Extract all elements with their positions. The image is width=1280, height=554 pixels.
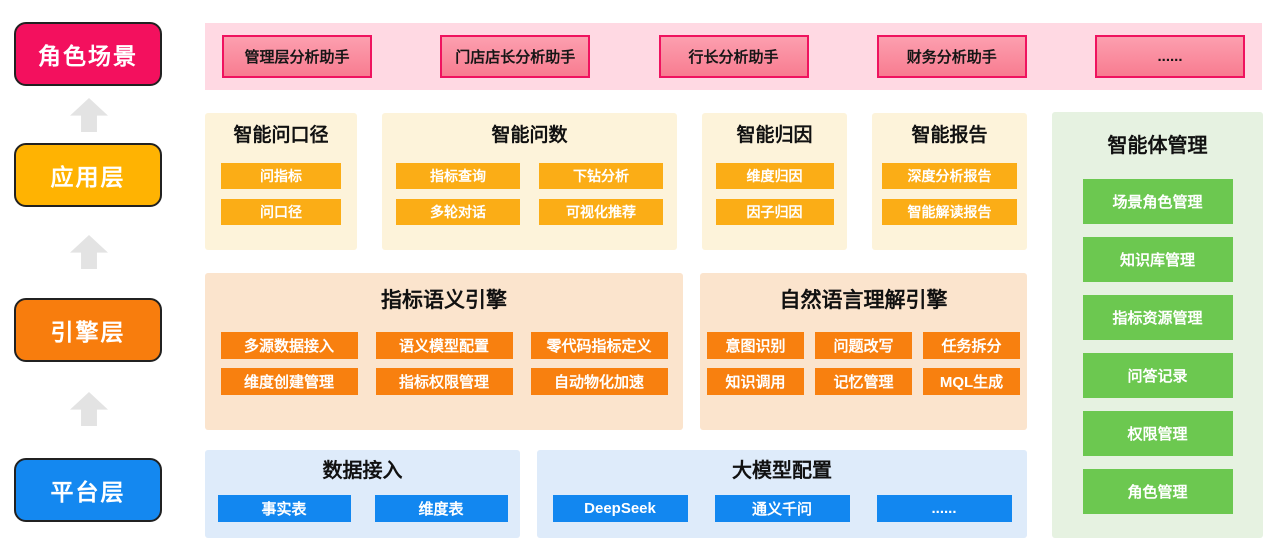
engine-chip-intent-recognition: 意图识别 — [707, 332, 804, 360]
engine-layer-row: 指标语义引擎 多源数据接入 语义模型配置 零代码指标定义 维度创建管理 指标权限… — [205, 273, 1027, 430]
engine-chip-auto-materialize: 自动物化加速 — [530, 368, 668, 396]
platform-chip-deepseek: DeepSeek — [552, 495, 688, 522]
agent-chip-scene-role-manage: 场景角色管理 — [1082, 179, 1233, 224]
platform-chip-fact-table: 事实表 — [217, 495, 351, 522]
app-section-title: 智能报告 — [911, 125, 988, 146]
app-section-ask-data: 智能问数 指标查询 下钻分析 多轮对话 可视化推荐 — [382, 113, 677, 250]
engine-chip-question-rewrite: 问题改写 — [815, 332, 912, 360]
layer-label: 角色场景 — [38, 43, 138, 69]
app-section-title: 智能问数 — [491, 125, 568, 146]
layer-label: 引擎层 — [50, 319, 126, 345]
application-layer-row: 智能问口径 问指标 问口径 智能问数 指标查询 下钻分析 多轮对话 可视化推荐 … — [205, 113, 1027, 250]
role-chip-management-analyst: 管理层分析助手 — [222, 35, 372, 78]
platform-section-title: 数据接入 — [322, 460, 403, 482]
engine-chip-knowledge-call: 知识调用 — [707, 368, 804, 396]
platform-section-data-access: 数据接入 事实表 维度表 — [205, 450, 520, 538]
app-section-report: 智能报告 深度分析报告 智能解读报告 — [872, 113, 1027, 250]
layer-box-application: 应用层 — [14, 143, 162, 207]
engine-chip-task-split: 任务拆分 — [923, 332, 1020, 360]
app-chip-ask-caliber: 问口径 — [221, 198, 341, 225]
engine-section-metric-semantic: 指标语义引擎 多源数据接入 语义模型配置 零代码指标定义 维度创建管理 指标权限… — [205, 273, 683, 430]
agent-management-panel: 智能体管理 场景角色管理 知识库管理 指标资源管理 问答记录 权限管理 角色管理 — [1052, 112, 1263, 538]
app-chip-deep-analysis-report: 深度分析报告 — [882, 162, 1017, 189]
engine-chip-dimension-manage: 维度创建管理 — [220, 368, 358, 396]
engine-section-nlu: 自然语言理解引擎 意图识别 问题改写 任务拆分 知识调用 记忆管理 MQL生成 — [700, 273, 1027, 430]
role-chip-store-manager-analyst: 门店店长分析助手 — [440, 35, 591, 78]
app-chip-drill-down: 下钻分析 — [539, 162, 663, 189]
app-section-title: 智能归因 — [736, 125, 813, 146]
app-chip-ask-metric: 问指标 — [221, 162, 341, 189]
platform-section-llm-config: 大模型配置 DeepSeek 通义千问 ...... — [537, 450, 1027, 538]
app-chip-smart-interpretation-report: 智能解读报告 — [882, 198, 1017, 225]
app-chip-factor-attribution: 因子归因 — [715, 198, 834, 225]
platform-layer-row: 数据接入 事实表 维度表 大模型配置 DeepSeek 通义千问 ...... — [205, 450, 1027, 538]
up-arrow-icon — [70, 392, 108, 426]
role-chip-bank-president-analyst: 行长分析助手 — [658, 35, 809, 78]
agent-chip-role-manage: 角色管理 — [1082, 469, 1233, 514]
platform-chip-qwen: 通义千问 — [714, 495, 850, 522]
engine-section-title: 指标语义引擎 — [381, 289, 507, 312]
platform-chip-more: ...... — [876, 495, 1012, 522]
layer-box-engine: 引擎层 — [14, 298, 162, 362]
engine-chip-zero-code-metric: 零代码指标定义 — [530, 332, 668, 360]
app-section-title: 智能问口径 — [233, 125, 329, 146]
engine-section-title: 自然语言理解引擎 — [779, 289, 948, 312]
engine-chip-semantic-model-config: 语义模型配置 — [375, 332, 513, 360]
engine-chip-mql-generate: MQL生成 — [923, 368, 1020, 396]
agent-chip-knowledge-base-manage: 知识库管理 — [1082, 237, 1233, 282]
layer-label: 平台层 — [50, 479, 126, 505]
platform-chip-dimension-table: 维度表 — [374, 495, 508, 522]
role-chip-more: ...... — [1095, 35, 1245, 78]
layer-box-role-scene: 角色场景 — [14, 22, 162, 86]
engine-chip-multi-source-access: 多源数据接入 — [220, 332, 358, 360]
role-scene-row: 管理层分析助手 门店店长分析助手 行长分析助手 财务分析助手 ...... — [205, 23, 1262, 90]
agent-chip-metric-resource-manage: 指标资源管理 — [1082, 295, 1233, 340]
app-section-attribution: 智能归因 维度归因 因子归因 — [702, 113, 847, 250]
app-chip-viz-recommend: 可视化推荐 — [539, 198, 663, 225]
layer-label: 应用层 — [50, 164, 126, 190]
app-section-ask-caliber: 智能问口径 问指标 问口径 — [205, 113, 357, 250]
app-chip-dimension-attribution: 维度归因 — [715, 162, 834, 189]
agent-chip-qa-records: 问答记录 — [1082, 353, 1233, 398]
agent-panel-title: 智能体管理 — [1107, 135, 1208, 157]
engine-chip-metric-permission: 指标权限管理 — [375, 368, 513, 396]
platform-section-title: 大模型配置 — [732, 460, 832, 482]
up-arrow-icon — [70, 98, 108, 132]
app-chip-metric-query: 指标查询 — [396, 162, 520, 189]
layer-box-platform: 平台层 — [14, 458, 162, 522]
up-arrow-icon — [70, 235, 108, 269]
agent-chip-permission-manage: 权限管理 — [1082, 411, 1233, 456]
app-chip-multi-turn-dialog: 多轮对话 — [396, 198, 520, 225]
role-chip-finance-analyst: 财务分析助手 — [876, 35, 1027, 78]
engine-chip-memory-manage: 记忆管理 — [815, 368, 912, 396]
